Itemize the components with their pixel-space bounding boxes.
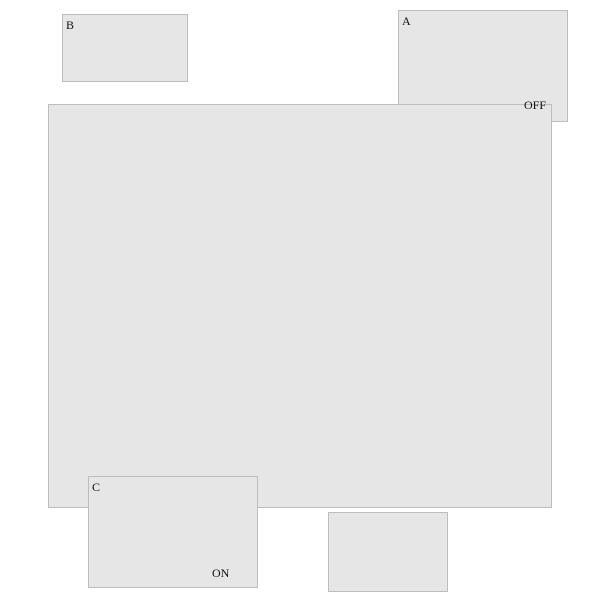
- bulb-insert-illustration: [328, 512, 448, 592]
- panel-b-wiring-block: [62, 14, 188, 82]
- panel-a-tag: A: [402, 14, 411, 28]
- panel-c-breaker-on: [88, 476, 258, 588]
- panel-a-switch-state: OFF: [524, 98, 547, 112]
- panel-b-tag: B: [66, 18, 75, 32]
- main-lamp-assembly-diagram: [48, 104, 552, 508]
- panel-c-switch-state: ON: [212, 566, 230, 580]
- panel-c-tag: C: [92, 480, 101, 494]
- panel-a-breaker-off: [398, 10, 568, 122]
